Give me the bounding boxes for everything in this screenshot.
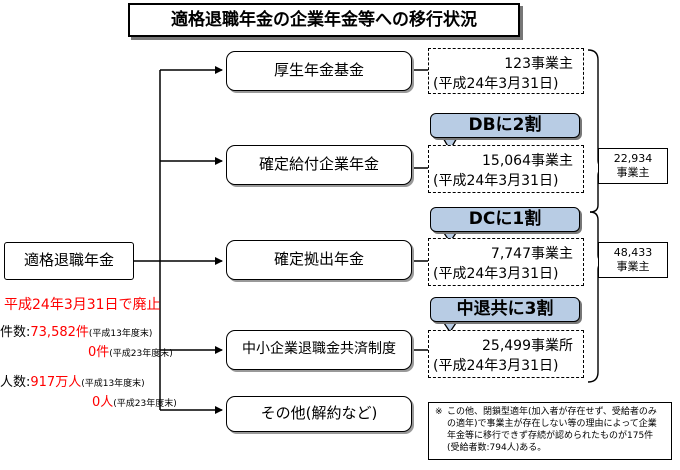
target-label: 中小企業退職金共済制度: [242, 341, 396, 357]
count-row-h23: 0件(平成23年度末): [88, 341, 173, 360]
target-label: 確定拠出年金: [273, 250, 364, 268]
total-box-bottom: 48,433 事業主: [598, 242, 668, 278]
note-text: この他、閉鎖型適年(加入者が存在せず、受給者のみの適年)で事業主が存在しない等の…: [447, 407, 657, 453]
callout-chutaikyo: 中退共に3割: [430, 297, 580, 322]
count-h23-note: (平成23年度末): [109, 349, 173, 359]
target-label: 確定給付企業年金: [258, 155, 379, 173]
count-date: (平成24年3月31日): [433, 266, 559, 282]
count-row-h13: 件数:73,582件(平成13年度末): [0, 321, 152, 340]
count-box-kosei: 123事業主 (平成24年3月31日): [428, 48, 584, 94]
target-box-dc: 確定拠出年金: [226, 240, 412, 280]
people-h23-note: (平成23年度末): [113, 399, 177, 409]
count-box-db: 15,064事業主 (平成24年3月31日): [428, 145, 584, 193]
target-box-chutaikyo: 中小企業退職金共済制度: [226, 330, 412, 370]
source-box: 適格退職年金: [4, 242, 134, 280]
people-label: 人数:: [0, 375, 31, 390]
count-value: 7,747事業主: [490, 246, 573, 262]
count-box-chutaikyo: 25,499事業所 (平成24年3月31日): [428, 330, 584, 378]
brace-bottom: [587, 211, 607, 383]
count-value: 25,499事業所: [482, 338, 573, 354]
page-title: 適格退職年金の企業年金等への移行状況: [128, 3, 520, 37]
people-h13-note: (平成13年度末): [81, 379, 145, 389]
abolished-text: 平成24年3月31日で廃止: [4, 297, 161, 313]
count-h23-value: 0件: [88, 345, 110, 360]
target-box-db: 確定給付企業年金: [226, 145, 412, 185]
callout-db: DBに2割: [430, 113, 580, 138]
brace-top: [587, 49, 607, 213]
people-h13-value: 917万人: [30, 375, 82, 390]
total-box-top: 22,934 事業主: [598, 148, 668, 184]
note-mark: ※: [435, 407, 443, 417]
count-box-dc: 7,747事業主 (平成24年3月31日): [428, 238, 584, 286]
count-date: (平成24年3月31日): [433, 173, 559, 189]
people-row-h13: 人数:917万人(平成13年度末): [0, 371, 145, 390]
total-unit: 事業主: [616, 260, 650, 273]
count-date: (平成24年3月31日): [433, 76, 559, 92]
count-value: 123事業主: [504, 56, 573, 72]
people-row-h23: 0人(平成23年度末): [92, 391, 177, 410]
target-box-kosei: 厚生年金基金: [226, 51, 412, 91]
count-h13-value: 73,582件: [30, 325, 89, 340]
total-value: 22,934: [613, 152, 653, 165]
count-date: (平成24年3月31日): [433, 358, 559, 374]
total-value: 48,433: [613, 246, 653, 259]
callout-dc: DCに1割: [430, 207, 580, 232]
target-label: 厚生年金基金: [273, 61, 364, 79]
count-label: 件数:: [0, 325, 31, 340]
total-unit: 事業主: [616, 166, 650, 179]
count-value: 15,064事業主: [482, 153, 573, 169]
source-label: 適格退職年金: [23, 251, 114, 269]
footnote-box: ※ この他、閉鎖型適年(加入者が存在せず、受給者のみの適年)で事業主が存在しない…: [428, 402, 672, 460]
count-h13-note: (平成13年度末): [88, 329, 153, 339]
target-label: その他(解約など): [260, 404, 378, 422]
target-box-other: その他(解約など): [226, 396, 412, 432]
people-h23-value: 0人: [92, 395, 114, 410]
